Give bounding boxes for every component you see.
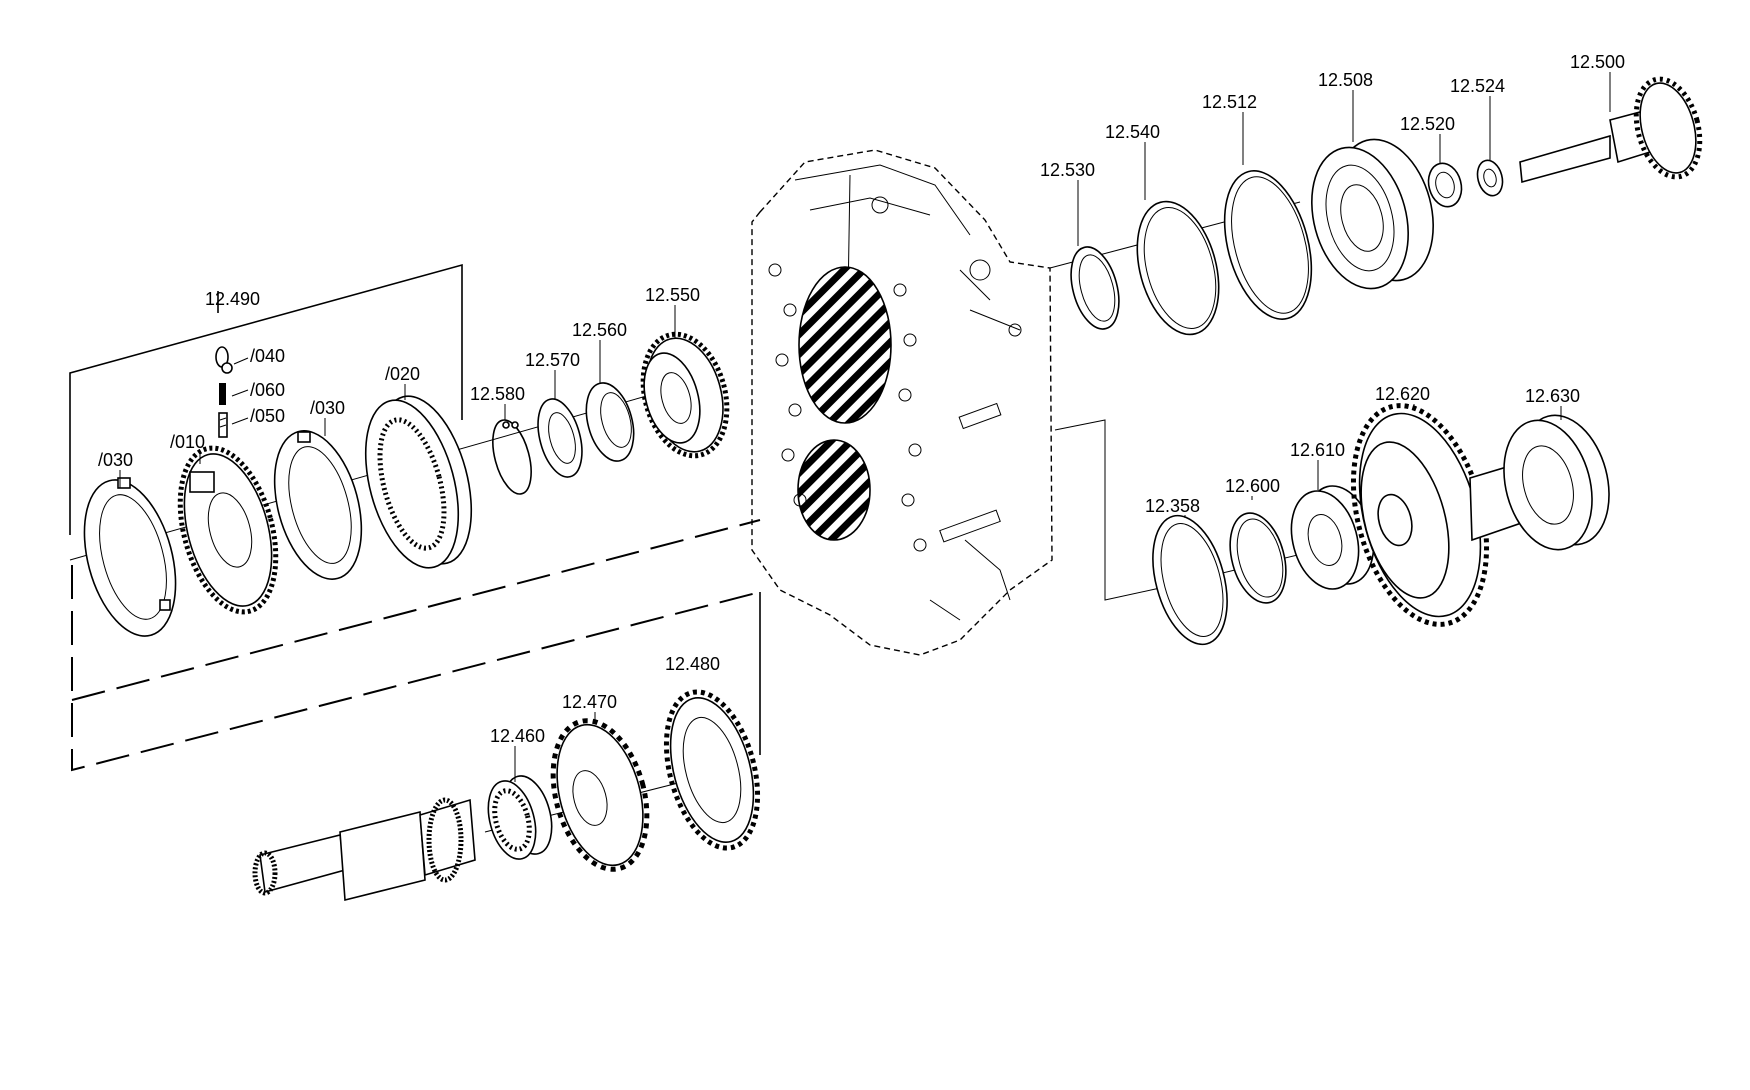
label-12520: 12.520 <box>1400 114 1455 134</box>
label-12500: 12.500 <box>1570 52 1625 72</box>
label-12610: 12.610 <box>1290 440 1345 460</box>
part-labels: 12.490 /040 /060 /050 /030 /010 /030 /02… <box>98 52 1625 746</box>
label-050: /050 <box>250 406 285 426</box>
label-12630: 12.630 <box>1525 386 1580 406</box>
label-12508: 12.508 <box>1318 70 1373 90</box>
part-12512-snap-ring <box>1223 170 1313 320</box>
label-12550: 12.550 <box>645 285 700 305</box>
part-010-hub <box>177 445 279 615</box>
label-12540: 12.540 <box>1105 122 1160 142</box>
label-12524: 12.524 <box>1450 76 1505 96</box>
part-050-pin <box>218 412 249 438</box>
part-12560-bushing <box>585 382 635 462</box>
part-030-left <box>83 477 177 637</box>
part-12540-shim <box>1136 200 1220 336</box>
label-12480: 12.480 <box>665 654 720 674</box>
leader-lines <box>119 72 1611 782</box>
part-12530-ring <box>1070 246 1120 330</box>
label-010: /010 <box>170 432 205 452</box>
part-12580-circlip <box>492 419 532 495</box>
housing-bore-lower <box>797 439 871 541</box>
label-030-left: /030 <box>98 450 133 470</box>
label-12512: 12.512 <box>1202 92 1257 112</box>
lower-shaft-bracket <box>71 519 761 772</box>
label-12490: 12.490 <box>205 289 260 309</box>
part-12620-cluster-gear <box>1350 403 1531 627</box>
part-output-shaft <box>252 797 476 902</box>
part-12508-bearing <box>1311 138 1434 290</box>
part-12524-washer <box>1476 159 1504 197</box>
part-020-sleeve <box>364 395 473 569</box>
label-060: /060 <box>250 380 285 400</box>
part-12630-bearing <box>1503 414 1610 551</box>
part-12480-synchro-ring <box>663 689 761 851</box>
part-12470-gear <box>550 718 650 872</box>
part-12570-ring <box>537 398 583 478</box>
part-030-right <box>273 430 363 580</box>
label-12560: 12.560 <box>572 320 627 340</box>
label-12530: 12.530 <box>1040 160 1095 180</box>
label-12470: 12.470 <box>562 692 617 712</box>
part-12500-input-shaft <box>1519 76 1703 184</box>
part-12358-washer <box>1152 514 1228 646</box>
part-12520-needle-bearing <box>1427 162 1463 208</box>
part-12460-needle-cage <box>487 775 553 860</box>
label-030-right: /030 <box>310 398 345 418</box>
part-12550-gear <box>640 331 730 459</box>
label-12460: 12.460 <box>490 726 545 746</box>
part-060-spring <box>219 383 249 405</box>
label-12620: 12.620 <box>1375 384 1430 404</box>
label-020: /020 <box>385 364 420 384</box>
label-12580: 12.580 <box>470 384 525 404</box>
part-040-detent <box>215 346 249 374</box>
transmission-housing <box>751 149 1053 656</box>
part-12600-ring <box>1229 512 1287 604</box>
label-12600: 12.600 <box>1225 476 1280 496</box>
label-12358: 12.358 <box>1145 496 1200 516</box>
label-040: /040 <box>250 346 285 366</box>
label-12570: 12.570 <box>525 350 580 370</box>
housing-bore-upper <box>798 266 892 424</box>
